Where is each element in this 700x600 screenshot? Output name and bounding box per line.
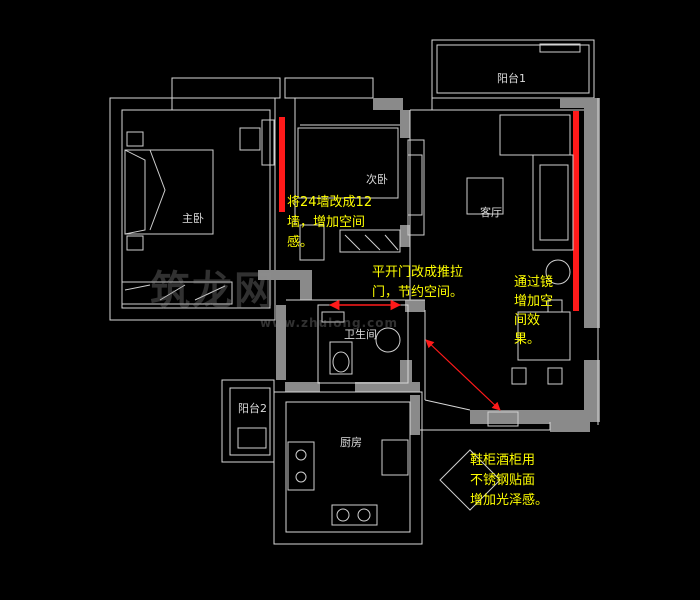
note-wall: 将24墙改成12 墙，增加空间 感。 [287, 195, 372, 250]
note-wall-line-1: 将24墙改成12 [287, 195, 372, 210]
note-door-line-2: 门，节约空间。 [372, 285, 463, 300]
kitchen: 厨房 [287, 436, 409, 526]
note-mirror-line-3: 间效 [514, 313, 540, 328]
second-bedroom: 次卧 [297, 127, 423, 261]
walls [109, 77, 600, 545]
watermark-url: www.zhulong.com [260, 316, 399, 330]
second-bedroom-label: 次卧 [366, 172, 388, 186]
living-room: 客厅 [407, 114, 574, 427]
bathroom: 卫生间 [321, 311, 401, 375]
master-bedroom: 主卧 [121, 119, 275, 305]
entrance-arc [439, 449, 501, 511]
modified-walls [279, 111, 579, 311]
balcony-1: 阳台1 [431, 39, 595, 110]
note-cabinet: 鞋柜酒柜用 不锈钢贴面 增加光泽感。 [470, 452, 548, 508]
cabinet-arrow [425, 339, 501, 411]
note-mirror-line-1: 通过镜 [514, 275, 553, 290]
note-wall-line-3: 感。 [287, 234, 313, 250]
watermark: 筑龙网 www.zhulong.com [150, 258, 420, 338]
note-wall-line-2: 墙，增加空间 [287, 215, 365, 230]
note-cabinet-line-3: 增加光泽感。 [470, 492, 548, 508]
note-mirror-line-4: 果。 [514, 332, 540, 347]
balcony-2: 阳台2 [237, 401, 267, 449]
living-room-label: 客厅 [480, 205, 502, 219]
balcony-2-label: 阳台2 [238, 401, 267, 415]
note-mirror-line-2: 增加空 [514, 294, 553, 309]
mirror-wall [573, 111, 579, 311]
note-cabinet-line-1: 鞋柜酒柜用 [470, 452, 535, 468]
watermark-logo: 筑龙网 [150, 268, 276, 314]
annotation-arrows [328, 299, 501, 411]
balcony-1-label: 阳台1 [497, 71, 526, 85]
note-cabinet-line-2: 不锈钢贴面 [470, 473, 535, 488]
note-door-line-1: 平开门改成推拉 [372, 265, 463, 280]
master-bedroom-label: 主卧 [182, 212, 204, 225]
kitchen-label: 厨房 [340, 436, 362, 449]
note-door: 平开门改成推拉 门，节约空间。 [372, 265, 463, 300]
bathroom-label: 卫生间 [344, 327, 377, 341]
note-mirror: 通过镜 增加空 间效 果。 [514, 275, 553, 347]
wall-24-to-12 [279, 117, 285, 212]
